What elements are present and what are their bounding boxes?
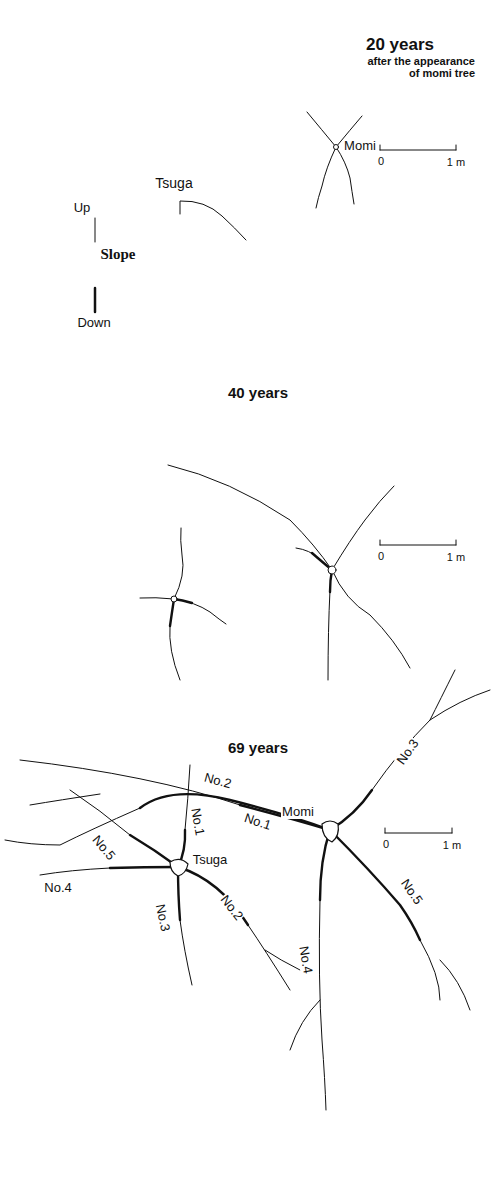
root-number: No.3 [394, 736, 422, 768]
tree-name: Momi [281, 805, 315, 819]
scale-number: 0 [382, 839, 390, 851]
root-number: No.5 [89, 832, 118, 863]
panel-title: 69 years [227, 740, 289, 756]
scale-number: 0 [377, 551, 385, 563]
slope-label: Slope [99, 247, 136, 263]
scale-number: 0 [377, 156, 385, 168]
tree-name: Tsuga [154, 176, 193, 191]
root-number: No.1 [189, 806, 208, 837]
scale-unit: 1 m [446, 157, 466, 169]
panel-title: 20 years [365, 36, 435, 54]
tree-name: Tsuga [192, 853, 229, 867]
root-number: No.2 [202, 771, 234, 792]
root-number: No.4 [297, 944, 316, 975]
panel-title: 40 years [227, 385, 289, 401]
slope-label: Down [76, 316, 111, 330]
root-number: No.4 [43, 881, 72, 895]
root-number: No.3 [153, 902, 172, 934]
tree-name: Momi [343, 139, 377, 153]
slope-label: Up [73, 201, 92, 215]
scale-unit: 1 m [442, 840, 462, 852]
panel-subtitle: after the appearance of momi tree [364, 56, 476, 79]
root-number: No.2 [218, 892, 247, 924]
root-number: No.5 [398, 876, 426, 908]
scale-unit: 1 m [446, 552, 466, 564]
root-number: No.1 [242, 811, 274, 833]
